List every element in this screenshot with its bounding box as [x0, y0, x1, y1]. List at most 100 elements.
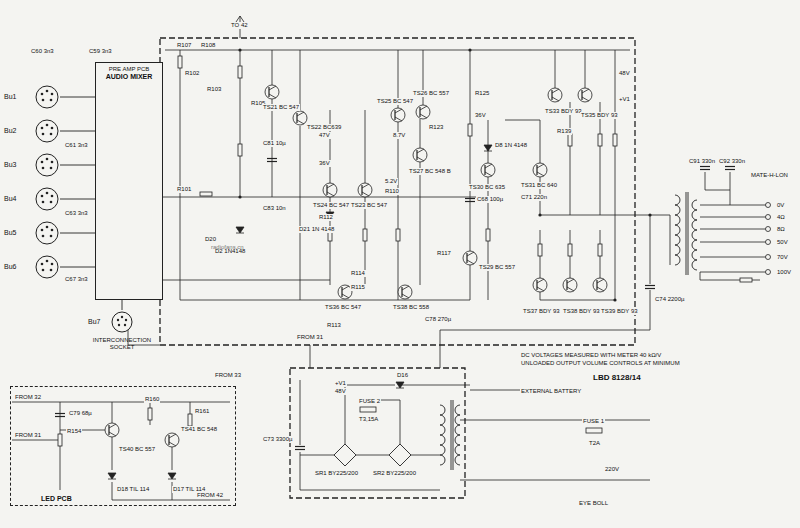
amplifier-boundary	[160, 38, 635, 498]
resistor-symbol	[200, 192, 212, 196]
transformer-symbol	[455, 405, 460, 465]
resistor-symbol	[613, 134, 617, 146]
component-label: C92 330n	[718, 158, 746, 165]
component-label: 8Ω	[776, 226, 786, 233]
amplifier-boundary	[290, 368, 465, 498]
input-socket: Bu4	[4, 186, 60, 212]
socket-pin	[51, 263, 54, 266]
component-label: 220V	[604, 466, 620, 473]
resistor-symbol	[238, 144, 242, 156]
component-label: 50V	[776, 239, 789, 246]
bridge-rectifier	[334, 444, 411, 466]
input-socket: Bu1	[4, 84, 60, 110]
capacitor-symbol	[295, 447, 305, 450]
component-label: DC VOLTAGES MEASURED WITH METER 40 kΩ/V	[520, 352, 662, 359]
component-label: 0V	[776, 202, 785, 209]
wire	[300, 455, 440, 456]
diode-symbol	[168, 473, 176, 479]
socket-outline	[36, 222, 58, 244]
diode-symbol	[484, 145, 492, 151]
diode-symbol	[108, 145, 492, 479]
socket-pin	[46, 260, 49, 263]
component-label: TS36 BC 547	[324, 304, 362, 311]
socket-pin	[124, 324, 126, 326]
wire-connector	[60, 267, 95, 268]
component-label: TS41 BC 548	[180, 426, 218, 433]
transformer-symbol	[686, 192, 688, 275]
wire	[157, 280, 330, 281]
wire-connector	[60, 131, 95, 132]
transistor-symbol	[533, 278, 547, 292]
output-terminal	[766, 240, 771, 245]
component-label: TS37 BDY 93	[522, 308, 561, 315]
transistor-symbol	[463, 251, 477, 265]
transistor-symbol	[533, 163, 547, 177]
resistor-symbol	[58, 434, 62, 446]
capacitor-symbol	[645, 286, 655, 289]
wire	[345, 385, 400, 444]
component-label: C74 2200µ	[654, 296, 685, 303]
component-label: C68 100µ	[476, 196, 504, 203]
component-label: R108	[200, 42, 216, 49]
component-label: +V1	[334, 380, 347, 387]
component-label: TS26 BC 557	[412, 90, 450, 97]
wire	[700, 205, 768, 272]
component-label: TS25 BC 547	[376, 98, 414, 105]
transistor-symbol	[391, 108, 405, 122]
junction-dot	[538, 213, 541, 216]
wire	[398, 50, 399, 300]
junction-dot	[238, 195, 241, 198]
socket-pin	[125, 319, 127, 321]
component-label: TS27 BC 548 B	[408, 168, 452, 175]
transistor-symbol	[578, 88, 592, 102]
din-socket-symbol	[34, 254, 60, 280]
component-label: FROM 31	[14, 432, 42, 439]
input-socket: Bu6	[4, 254, 60, 280]
component-label: C60 3n3	[30, 48, 55, 55]
component-label: C71 220n	[520, 194, 548, 201]
component-label: C61 3n3	[64, 142, 89, 149]
capacitor-symbol	[700, 167, 710, 170]
wire-connector	[60, 97, 95, 98]
wire	[310, 345, 440, 368]
component-label: 36V	[318, 160, 331, 167]
component-label: C63 3n3	[64, 210, 89, 217]
transistor-symbol	[265, 85, 279, 99]
component-label: R139	[556, 128, 572, 135]
socket-pin	[41, 93, 44, 96]
din-socket-symbol	[34, 84, 60, 110]
component-label: D18 TIL 114	[116, 486, 150, 493]
socket-pin	[117, 319, 119, 321]
junction-dot	[238, 48, 241, 51]
socket-outline	[36, 256, 58, 278]
component-label: R161	[194, 408, 210, 415]
resistor-symbol	[598, 244, 602, 256]
socket-pin	[41, 195, 44, 198]
transistor-symbol	[593, 278, 607, 292]
resistor-symbol	[58, 56, 752, 446]
component-label: EYE BOLL	[578, 500, 609, 507]
wire	[12, 402, 230, 490]
component-label: C73 3300µ	[262, 436, 293, 443]
component-label: R112	[318, 214, 334, 221]
amplifier-boundary	[160, 38, 635, 345]
din-socket-symbol	[110, 310, 134, 334]
node-title: Bu6	[4, 263, 16, 271]
component-label: SR2 BY225/200	[372, 470, 417, 477]
wire	[330, 110, 365, 285]
wire	[400, 385, 650, 480]
component-label: R114	[350, 270, 366, 277]
transistor-symbol	[563, 278, 577, 292]
wire	[12, 16, 768, 500]
transistor-symbol	[481, 163, 495, 177]
fuse-symbol	[360, 407, 376, 412]
resistor-symbol	[740, 278, 752, 282]
din-socket-symbol	[34, 152, 60, 178]
component-label: R123	[428, 124, 444, 131]
socket-pin	[50, 99, 53, 102]
socket-pin	[42, 167, 45, 170]
wire	[670, 172, 730, 265]
component-label: TS23 BC 547	[350, 202, 388, 209]
output-terminal	[766, 255, 771, 260]
component-label: EXTERNAL BATTERY	[520, 388, 582, 395]
